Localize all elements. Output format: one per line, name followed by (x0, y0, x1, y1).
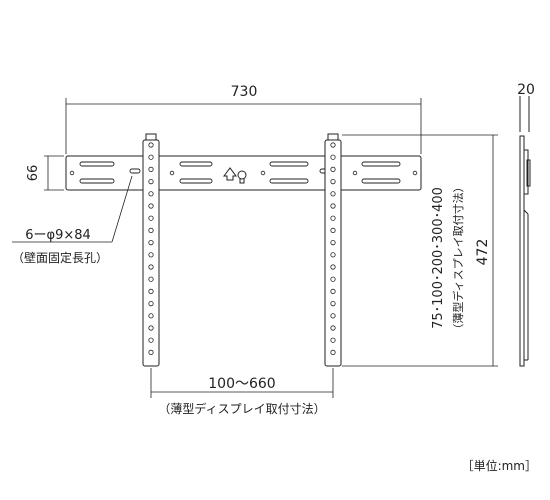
arm-hole (148, 313, 154, 319)
right-arm (324, 133, 342, 367)
arm-hole (330, 337, 336, 343)
arm-hole (148, 349, 154, 355)
arm-hole (330, 325, 336, 331)
hole-leader (12, 175, 133, 243)
dim-730-label: 730 (231, 84, 258, 100)
dim-100-660 (150, 368, 334, 398)
arm-hole (148, 179, 154, 185)
arm-hole (330, 252, 336, 258)
arm-hole (330, 191, 336, 197)
arm-hole (148, 203, 154, 209)
dim-20-label: 20 (517, 82, 535, 98)
arm-hole (330, 276, 336, 282)
arm-hole (148, 166, 154, 172)
arm-hole (330, 166, 336, 172)
arm-hole (330, 349, 336, 355)
arm-hole (330, 154, 336, 160)
arm-hole (148, 300, 154, 307)
wall-plate-dots (69, 170, 418, 176)
dim-100-660-note: （薄型ディスプレイ取付寸法） (158, 401, 325, 416)
side-view (519, 96, 531, 367)
arm-hole (148, 252, 154, 258)
dim-472 (342, 134, 498, 367)
wall-plate (65, 155, 422, 191)
arm-hole (148, 337, 154, 343)
arm-hole (148, 264, 154, 270)
arm-hole (330, 264, 336, 270)
arm-hole (330, 300, 336, 307)
dim-vertical-note: （薄型ディスプレイ取付寸法） (451, 181, 465, 334)
hole-spec-label: 6ーφ9×84 (25, 228, 91, 243)
dim-730 (65, 98, 422, 154)
center-mark-icon (223, 167, 247, 184)
arm-hole (330, 313, 336, 319)
arm-hole (148, 191, 154, 197)
dim-vertical-range-label: 75･100･200･300･400 (431, 187, 446, 329)
arm-hole (148, 215, 154, 221)
arm-hole (330, 179, 336, 185)
arm-hole (148, 154, 154, 160)
dim-472-label: 472 (475, 239, 491, 266)
arm-hole (148, 142, 154, 148)
dim-100-660-label: 100〜660 (208, 376, 275, 392)
arm-hole (148, 325, 154, 331)
dim-66 (44, 155, 64, 191)
arm-hole (148, 276, 154, 282)
dim-66-label: 66 (26, 165, 41, 182)
arm-hole (148, 240, 154, 246)
unit-label: ［単位:mm］ (462, 458, 537, 473)
arm-hole (330, 215, 336, 221)
arm-hole (148, 227, 154, 233)
arm-hole (330, 288, 336, 294)
arm-hole (330, 240, 336, 246)
arm-hole (330, 227, 336, 233)
arm-hole (148, 288, 154, 294)
left-arm (142, 133, 160, 367)
arm-hole (330, 142, 336, 148)
hole-note-label: （壁面固定長孔） (12, 250, 108, 265)
arm-holes (148, 142, 336, 355)
arm-hole (330, 203, 336, 209)
